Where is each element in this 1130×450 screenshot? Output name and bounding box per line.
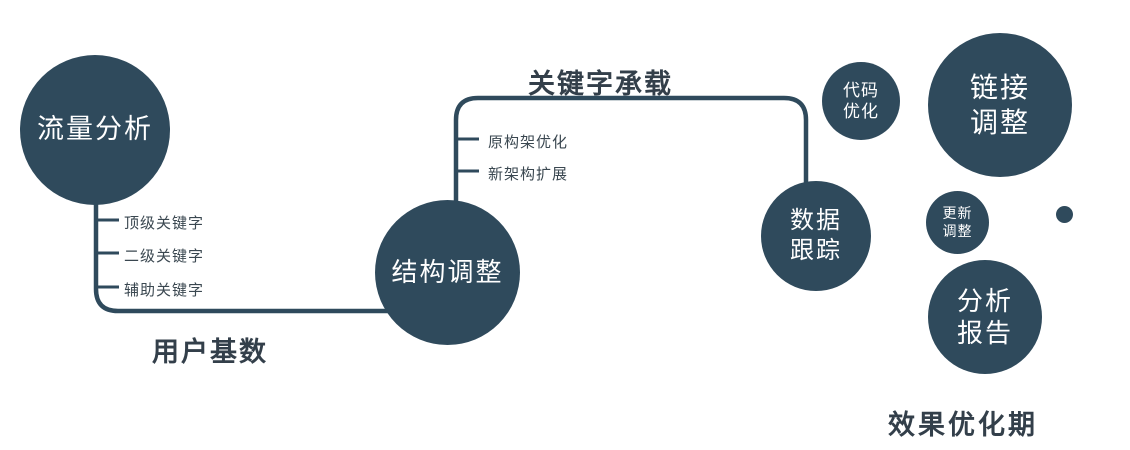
node-structure-adjust: 结构调整	[375, 200, 520, 345]
node-link-adjust-line1: 链接	[969, 72, 1030, 103]
node-link-adjust: 链接 调整	[928, 33, 1072, 177]
footer-effect-optimization: 效果优化期	[888, 410, 1038, 440]
node-update-adjust-line2: 调整	[942, 222, 973, 239]
node-analysis-report-line2: 报告	[956, 318, 1013, 348]
node-analysis-report: 分析 报告	[928, 260, 1042, 374]
node-data-tracking-line1: 数据	[790, 207, 842, 234]
node-code-optimize-line2: 优化	[843, 102, 879, 121]
node-structure-adjust-label: 结构调整	[391, 257, 504, 288]
branch-label-top-keywords: 顶级关键字	[124, 215, 205, 232]
node-code-optimize: 代码 优化	[822, 62, 900, 140]
node-update-adjust-line1: 更新	[942, 205, 973, 221]
edge-label-user-base: 用户基数	[152, 337, 268, 367]
node-data-tracking-line2: 跟踪	[790, 237, 842, 264]
node-traffic-analysis-label: 流量分析	[37, 114, 153, 145]
node-data-tracking: 数据 跟踪	[761, 181, 871, 291]
node-analysis-report-line1: 分析	[956, 285, 1013, 316]
node-traffic-analysis: 流量分析	[20, 55, 170, 205]
branch-label-aux-keywords: 辅助关键字	[124, 282, 205, 299]
edge-traffic-structure	[93, 150, 400, 314]
edge-label-keyword-carry: 关键字承载	[528, 69, 673, 99]
branch-label-second-keywords: 二级关键字	[124, 248, 205, 265]
edge-structure-tracking	[453, 95, 809, 212]
branch-label-new-arch-expand: 新架构扩展	[488, 166, 569, 183]
node-link-adjust-line2: 调整	[969, 107, 1030, 138]
node-update-adjust: 更新 调整	[926, 191, 989, 254]
dot-marker	[1056, 206, 1073, 223]
branch-label-orig-arch-opt: 原构架优化	[488, 134, 569, 151]
node-code-optimize-line1: 代码	[843, 80, 879, 100]
